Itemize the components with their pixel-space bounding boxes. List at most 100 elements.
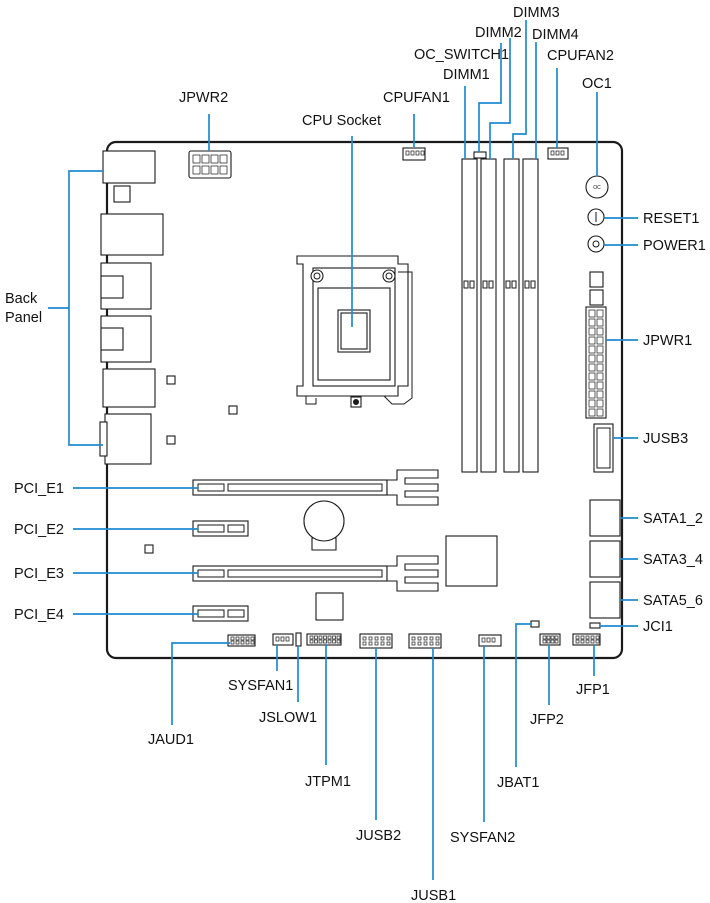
- connector-pin: [590, 639, 595, 644]
- connector-pin: [240, 636, 245, 641]
- connector-pin: [423, 641, 428, 646]
- connector-pin: [550, 639, 555, 644]
- connector-pin: [546, 639, 551, 644]
- label-cpufan2: CPUFAN2: [547, 48, 614, 64]
- jusb3-header: [593, 423, 614, 473]
- dimm4-slot: [522, 158, 539, 473]
- jaud1-header: [227, 634, 256, 647]
- label-dimm1: DIMM1: [443, 67, 490, 83]
- connector-pin: [429, 641, 434, 646]
- connector-pin: [245, 640, 250, 645]
- connector-pin: [309, 635, 314, 640]
- label-dimm4: DIMM4: [532, 27, 579, 43]
- reset1-button[interactable]: [587, 208, 605, 226]
- connector-pin: [554, 635, 559, 640]
- connector-pin: [314, 635, 318, 640]
- label-jci1: JCI1: [643, 619, 673, 635]
- connector-pin: [327, 635, 332, 640]
- connector-pin: [411, 641, 416, 646]
- connector-pin: [230, 640, 235, 645]
- cpufan2-header: [547, 147, 569, 160]
- connector-pin: [380, 636, 385, 641]
- connector-pin: [596, 390, 604, 399]
- label-pci-e4: PCI_E4: [14, 607, 64, 623]
- sata3-4-port: [589, 540, 621, 578]
- label-jusb2: JUSB2: [356, 828, 401, 844]
- connector-pin: [546, 635, 551, 640]
- cpufan1-header: [402, 147, 426, 161]
- sata5-6-port: [589, 581, 621, 619]
- connector-pin: [386, 641, 391, 646]
- oc-switch1[interactable]: [473, 151, 487, 159]
- dimm3-slot: [503, 158, 520, 473]
- connector-pin: [542, 635, 547, 640]
- connector-pin: [588, 345, 596, 354]
- label-jpwr1: JPWR1: [643, 333, 692, 349]
- oc1-button[interactable]: OC: [585, 175, 609, 199]
- mounting-mark: [144, 544, 154, 554]
- connector-pin: [423, 636, 428, 641]
- label-oc1: OC1: [582, 76, 612, 92]
- label-sysfan1: SYSFAN1: [228, 678, 293, 694]
- jpwr1-connector: [585, 306, 607, 419]
- mounting-mark: [166, 375, 176, 385]
- jusb1-header: [408, 633, 442, 649]
- connector-pin: [596, 354, 604, 363]
- debug-led: [589, 289, 604, 306]
- connector-pin: [596, 345, 604, 354]
- connector-pin: [336, 639, 341, 644]
- dimm1-slot: [461, 158, 478, 473]
- jusb2-header: [359, 633, 393, 649]
- connector-pin: [380, 641, 385, 646]
- leader-lines: [48, 20, 638, 880]
- label-pci-e3: PCI_E3: [14, 566, 64, 582]
- label-dimm2: DIMM2: [475, 25, 522, 41]
- connector-pin: [588, 390, 596, 399]
- connector-pin: [588, 327, 596, 336]
- connector-pin: [235, 640, 240, 645]
- connector-pin: [368, 641, 373, 646]
- connector-pin: [314, 639, 318, 644]
- connector-pin: [318, 635, 323, 640]
- label-power1: POWER1: [643, 238, 706, 254]
- label-jslow1: JSLOW1: [259, 710, 317, 726]
- connector-pin: [585, 639, 590, 644]
- connector-pin: [240, 640, 245, 645]
- jpwr2-connector: [188, 150, 232, 179]
- pci-e1-slot: [192, 469, 439, 506]
- sysfan1-header: [272, 633, 294, 646]
- label-sysfan2: SYSFAN2: [450, 830, 515, 846]
- connector-pin: [580, 635, 585, 640]
- label-jbat1: JBAT1: [497, 775, 539, 791]
- connector-pin: [386, 636, 391, 641]
- connector-pin: [435, 641, 440, 646]
- pci-e2-slot: [192, 520, 249, 537]
- label-sata5-6: SATA5_6: [643, 593, 703, 609]
- connector-pin: [235, 636, 240, 641]
- label-oc-switch1: OC_SWITCH1: [414, 47, 509, 63]
- connector-pin: [588, 399, 596, 408]
- debug-led: [589, 271, 604, 288]
- connector-pin: [250, 636, 255, 641]
- connector-pin: [588, 381, 596, 390]
- label-cpu-socket: CPU Socket: [302, 113, 381, 129]
- connector-pin: [575, 639, 580, 644]
- mounting-mark: [166, 435, 176, 445]
- connector-pin: [429, 636, 434, 641]
- chipset: [445, 535, 498, 587]
- pci-e4-slot: [192, 605, 249, 622]
- connector-pin: [362, 636, 367, 641]
- io-chip: [315, 592, 344, 621]
- connector-pin: [554, 639, 559, 644]
- connector-pin: [588, 354, 596, 363]
- jtpm1-header: [306, 633, 342, 646]
- power1-button[interactable]: [587, 235, 605, 253]
- connector-pin: [596, 372, 604, 381]
- connector-pin: [374, 641, 379, 646]
- connector-pin: [435, 636, 440, 641]
- connector-pin: [550, 635, 555, 640]
- jfp2-header: [539, 633, 561, 646]
- jbat1-jumper: [530, 620, 540, 628]
- connector-pin: [318, 639, 323, 644]
- connector-pin: [596, 399, 604, 408]
